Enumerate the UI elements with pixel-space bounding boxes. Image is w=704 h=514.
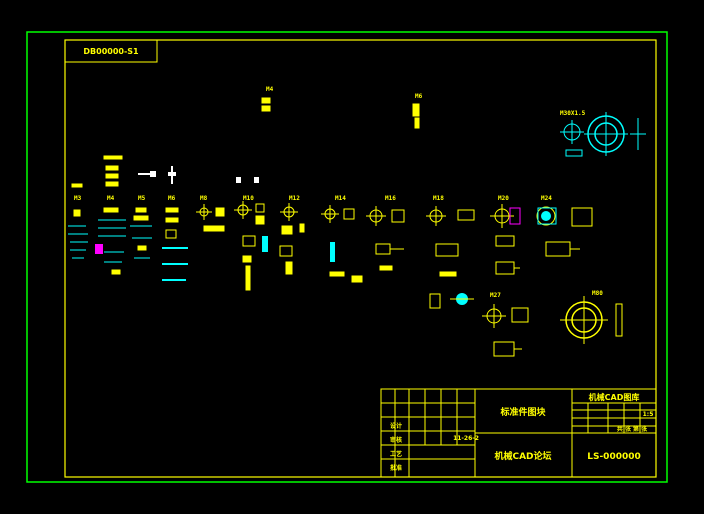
title-label-process: 工艺 — [390, 450, 402, 458]
outer-border — [26, 31, 668, 483]
part-label: M6 — [168, 195, 176, 202]
part-label: M4 — [266, 86, 274, 93]
company-title: 机械CAD图库 — [589, 392, 640, 402]
part-name: 标准件图块 — [499, 406, 546, 418]
part-label: M4 — [107, 195, 115, 202]
title-block — [380, 388, 657, 478]
part-label: M27 — [490, 292, 501, 299]
drawing-frame — [64, 39, 657, 478]
part-label: M10 — [243, 195, 254, 202]
part-label: M20 — [498, 195, 509, 202]
part-label: M8 — [200, 195, 208, 202]
title-label-check: 审核 — [390, 436, 402, 444]
part-label: M14 — [335, 195, 346, 202]
sheet-info: 共 张 第 张 — [617, 425, 648, 433]
part-label: M12 — [289, 195, 300, 202]
part-label: M16 — [385, 195, 396, 202]
code-box — [64, 39, 158, 63]
part-label: M18 — [433, 195, 444, 202]
part-label: M80 — [592, 290, 603, 297]
part-label: M5 — [138, 195, 146, 202]
title-label-approve: 批准 — [390, 464, 402, 472]
code-box-text: DB00000-S1 — [83, 47, 139, 56]
part-label: M30X1.5 — [560, 110, 586, 117]
scale-value: 1:5 — [643, 411, 654, 418]
part-label: M3 — [74, 195, 82, 202]
company-bottom: 机械CAD论坛 — [494, 450, 551, 462]
part-label: M24 — [541, 195, 552, 202]
title-date: 11-26-2 — [453, 435, 479, 442]
drawing-number: LS-000000 — [587, 452, 641, 462]
title-label-design: 设计 — [390, 422, 402, 430]
part-label: M6 — [415, 93, 423, 100]
part-drawings — [68, 97, 646, 357]
